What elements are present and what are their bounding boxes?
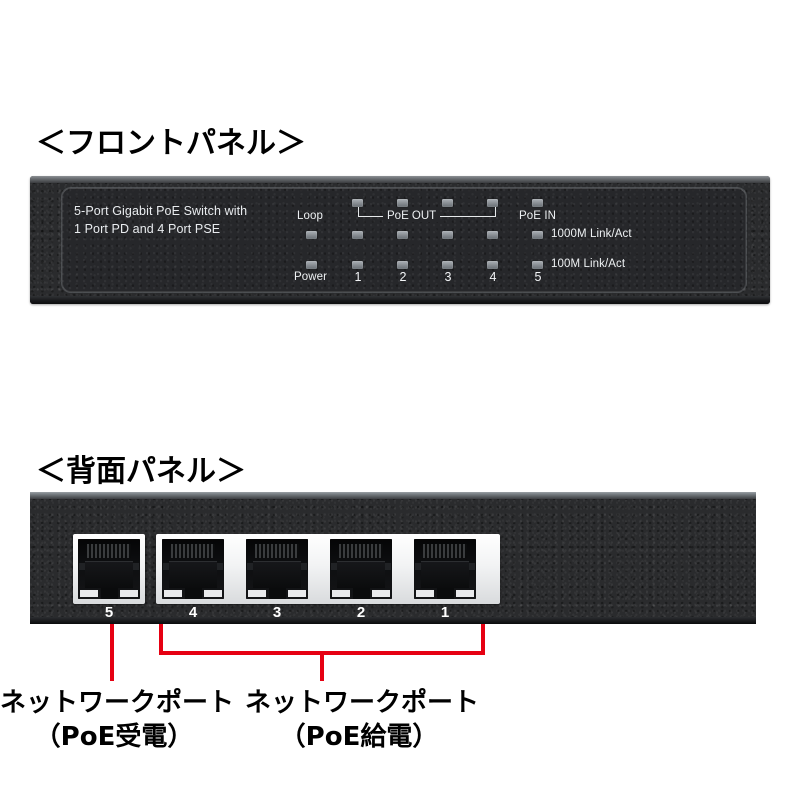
led-100m-port-5 <box>532 261 543 269</box>
rj45-pins-icon <box>423 544 467 558</box>
front-port-number-4: 4 <box>489 270 497 284</box>
rear-panel-bottom-lip <box>30 617 756 624</box>
rj45-side-tab-left <box>247 563 253 570</box>
rj45-port-5[interactable] <box>78 539 140 599</box>
poe-in-label: PoE IN <box>519 210 557 222</box>
rj45-shelf-left <box>248 590 266 597</box>
led-1000m-port-1 <box>352 231 363 239</box>
rj45-pins-icon <box>87 544 131 558</box>
rj45-shelf-right <box>372 590 390 597</box>
rj45-shelf-right <box>456 590 474 597</box>
led-poe-out-port-1 <box>352 199 363 207</box>
rj45-key-notch <box>353 588 370 599</box>
front-port-number-5: 5 <box>534 270 542 284</box>
rj45-pins-icon <box>171 544 215 558</box>
callout-leader-poe-in <box>110 624 114 681</box>
model-description-line-2: 1 Port PD and 4 Port PSE <box>74 222 221 236</box>
link-100m-label: 100M Link/Act <box>551 258 626 270</box>
power-label: Power <box>294 271 328 283</box>
rj45-key-notch <box>101 588 118 599</box>
rj45-latch-block <box>337 561 385 588</box>
rj45-key-notch <box>269 588 286 599</box>
callout-poe-in-line-1: ネットワークポート <box>0 688 235 718</box>
rear-panel-heading: ＜背面パネル＞ <box>36 454 246 489</box>
front-panel-heading: ＜フロントパネル＞ <box>36 126 306 161</box>
rj45-shelf-left <box>416 590 434 597</box>
rj45-side-tab-right <box>217 563 223 570</box>
rj45-side-tab-right <box>469 563 475 570</box>
led-100m-port-3 <box>442 261 453 269</box>
front-port-number-3: 3 <box>444 270 452 284</box>
rear-port-number-4: 4 <box>188 604 198 621</box>
callout-poe-out-line-2: （PoE給電） <box>279 722 439 752</box>
loop-label: Loop <box>297 210 323 222</box>
led-1000m-port-5 <box>532 231 543 239</box>
callout-poe-out-line-1: ネットワークポート <box>245 688 480 718</box>
callout-bracket-right-arm <box>481 624 485 655</box>
rj45-side-tab-left <box>79 563 85 570</box>
rj45-latch-block <box>85 561 133 588</box>
rj45-port-4[interactable] <box>162 539 224 599</box>
callout-label-poe-in: ネットワークポート （PoE受電） <box>0 686 235 754</box>
rear-port-number-2: 2 <box>356 604 366 621</box>
rear-port-number-1: 1 <box>440 604 450 621</box>
front-panel-bottom-lip <box>30 296 770 304</box>
led-poe-out-port-3 <box>442 199 453 207</box>
rj45-shelf-left <box>332 590 350 597</box>
rear-port-number-5: 5 <box>104 604 114 621</box>
led-100m-port-1 <box>352 261 363 269</box>
front-panel-top-bezel <box>30 176 770 183</box>
rj45-side-tab-right <box>385 563 391 570</box>
rj45-latch-block <box>421 561 469 588</box>
rj45-latch-block <box>169 561 217 588</box>
rj45-pins-icon <box>339 544 383 558</box>
led-power <box>306 261 317 269</box>
rj45-side-tab-left <box>331 563 337 570</box>
rj45-latch-block <box>253 561 301 588</box>
rj45-shelf-right <box>288 590 306 597</box>
link-1000m-label: 1000M Link/Act <box>551 228 632 240</box>
rj45-side-tab-left <box>415 563 421 570</box>
rj45-shelf-right <box>120 590 138 597</box>
led-loop <box>306 231 317 239</box>
rj45-port-3[interactable] <box>246 539 308 599</box>
led-1000m-port-2 <box>397 231 408 239</box>
rj45-shelf-left <box>80 590 98 597</box>
front-port-number-1: 1 <box>354 270 362 284</box>
rj45-pins-icon <box>255 544 299 558</box>
rj45-shelf-left <box>164 590 182 597</box>
rj45-side-tab-right <box>301 563 307 570</box>
led-1000m-port-3 <box>442 231 453 239</box>
rear-panel-top-bezel <box>30 492 756 499</box>
rj45-side-tab-right <box>133 563 139 570</box>
led-poe-out-port-4 <box>487 199 498 207</box>
rear-port-number-3: 3 <box>272 604 282 621</box>
led-100m-port-4 <box>487 261 498 269</box>
led-100m-port-2 <box>397 261 408 269</box>
rj45-key-notch <box>185 588 202 599</box>
callout-bracket-left-arm <box>159 624 163 655</box>
front-port-number-2: 2 <box>399 270 407 284</box>
led-1000m-port-4 <box>487 231 498 239</box>
rj45-port-2[interactable] <box>330 539 392 599</box>
rj45-key-notch <box>437 588 454 599</box>
callout-label-poe-out: ネットワークポート （PoE給電） <box>245 686 480 754</box>
led-poe-in-port-5 <box>532 199 543 207</box>
rj45-shelf-right <box>204 590 222 597</box>
rj45-side-tab-left <box>163 563 169 570</box>
rj45-port-1[interactable] <box>414 539 476 599</box>
poe-out-label: PoE OUT <box>383 210 441 222</box>
callout-poe-in-line-2: （PoE受電） <box>34 722 194 752</box>
led-poe-out-port-2 <box>397 199 408 207</box>
callout-bracket-stem <box>320 651 324 681</box>
model-description-line-1: 5-Port Gigabit PoE Switch with <box>74 204 248 218</box>
